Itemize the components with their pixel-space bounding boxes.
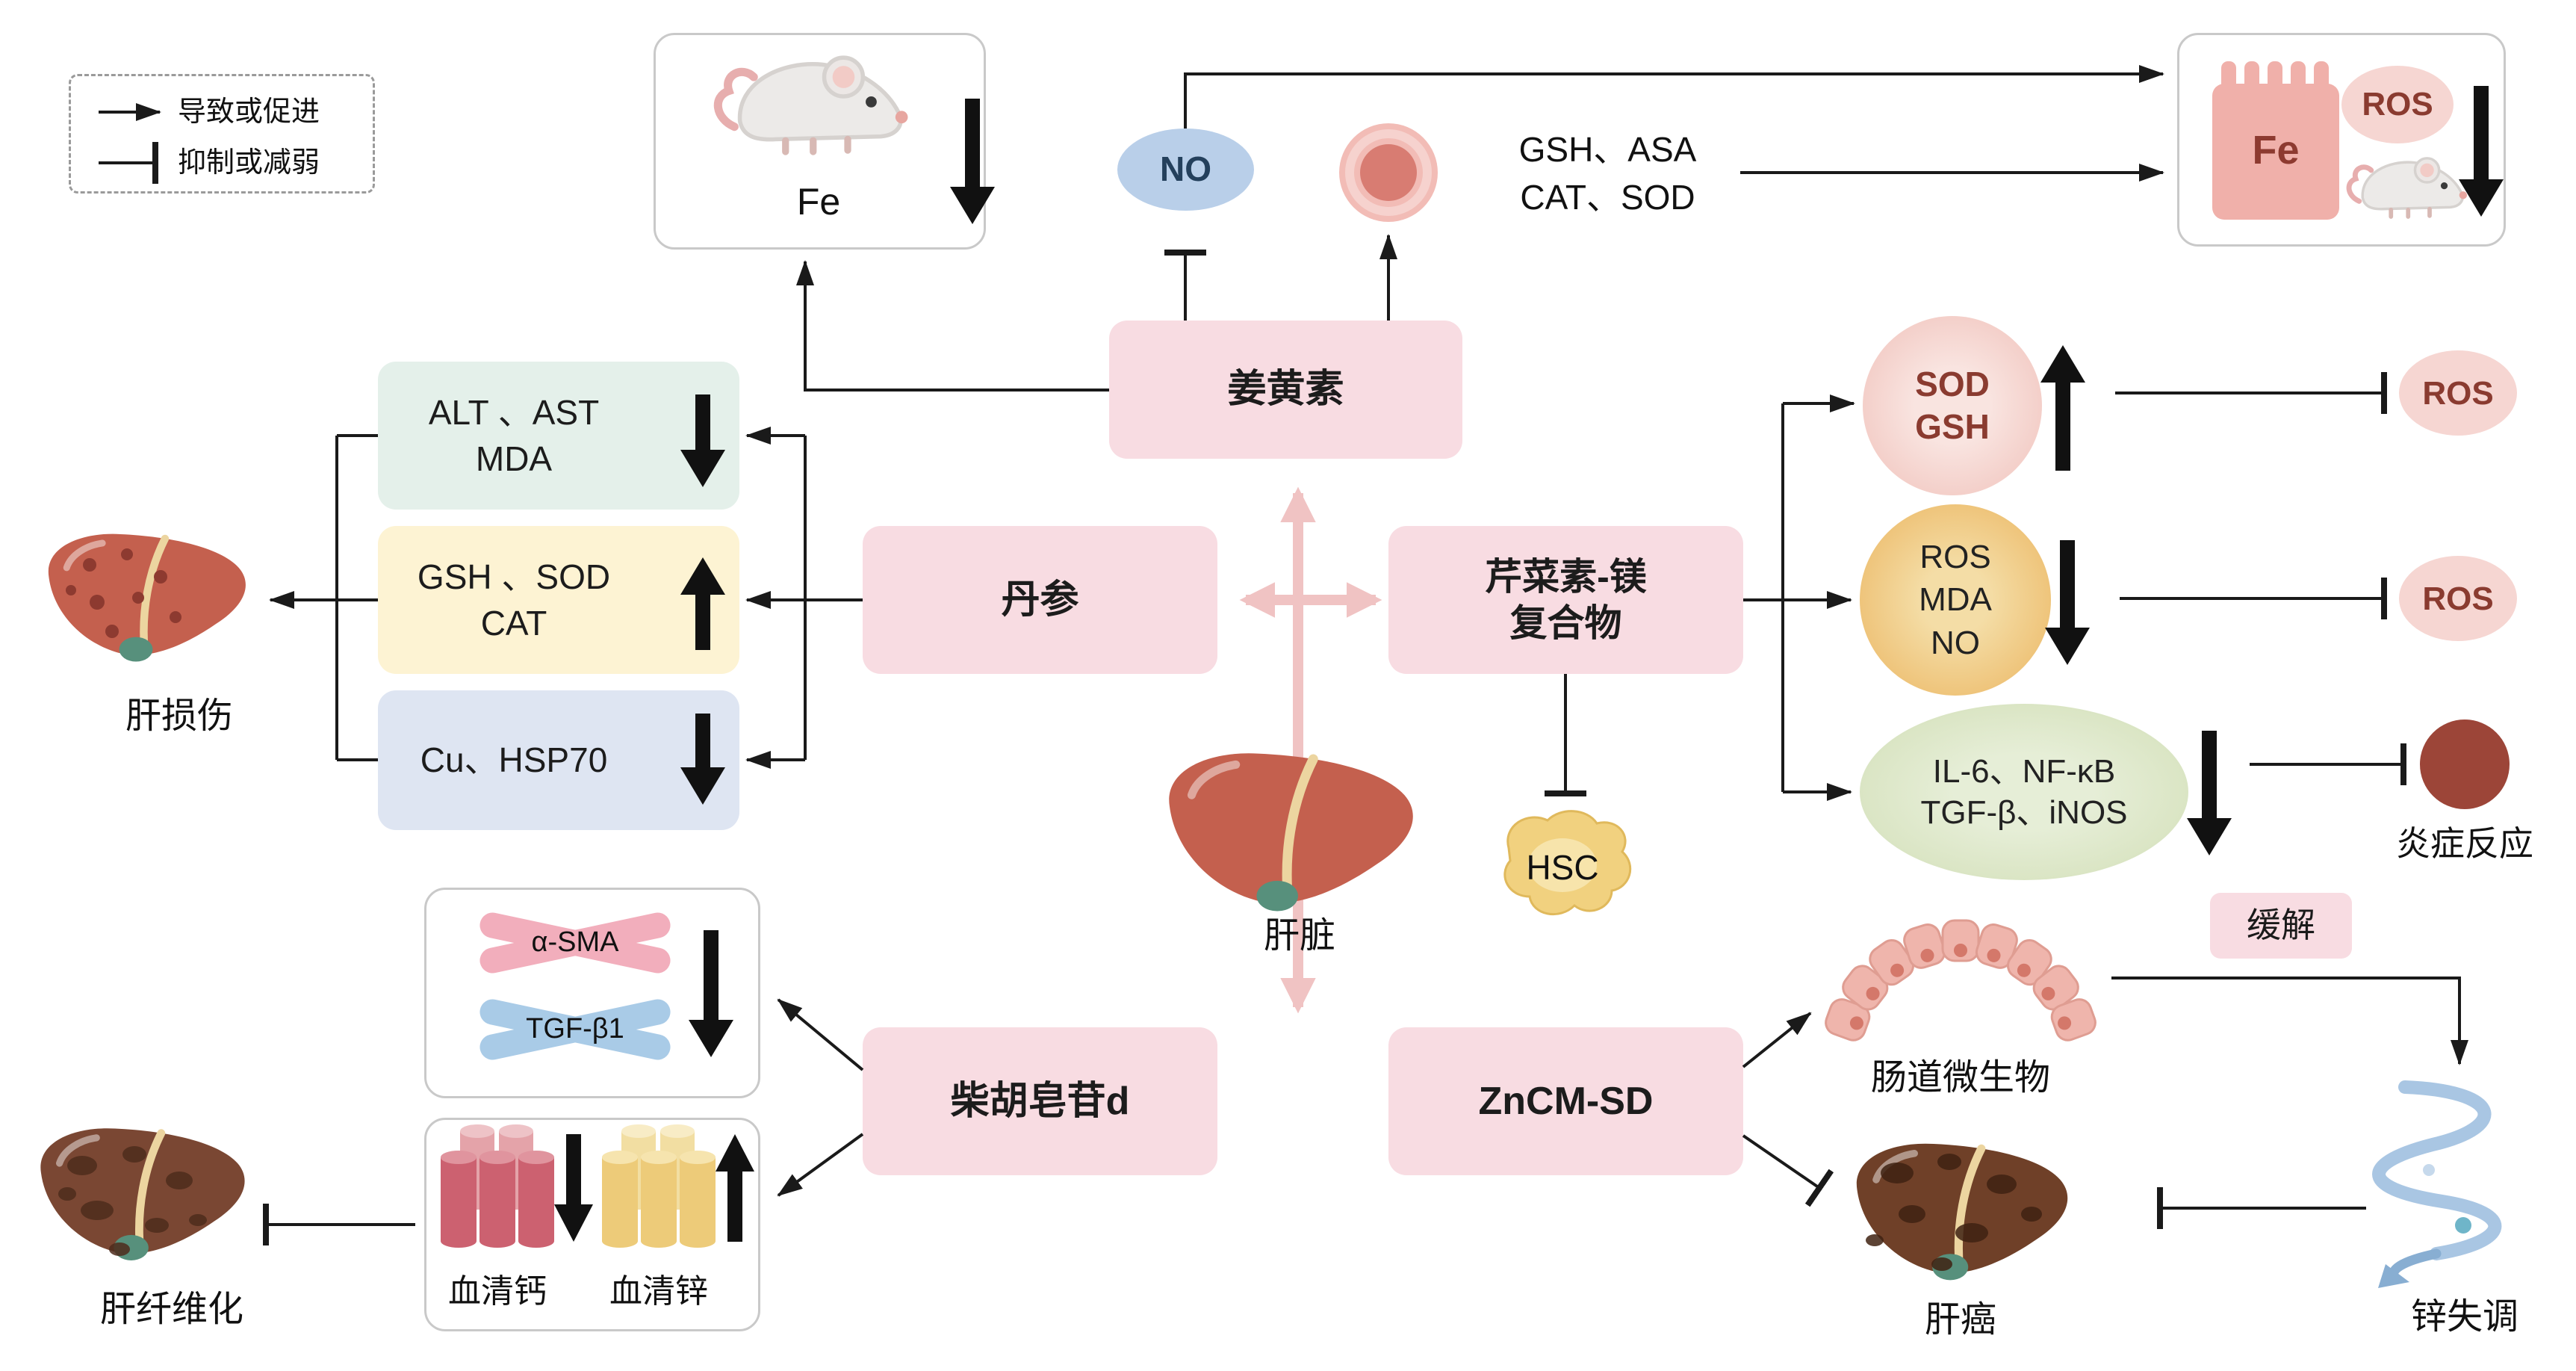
ros-top-node: ROS: [2341, 66, 2454, 143]
serum-zinc-label: 血清锌: [609, 1273, 708, 1310]
alpha-sma-ribbon-icon: α-SMA: [471, 907, 680, 979]
gsh-sod-label: GSH 、SOD: [417, 557, 611, 596]
ferritin-fe-label: Fe: [2252, 128, 2300, 173]
tgf-b1-label: TGF-β1: [526, 1013, 624, 1045]
saikosaponin-label: 柴胡皂苷d: [950, 1079, 1130, 1123]
ros-target-2: ROS: [2399, 556, 2517, 641]
relieve-tag: 缓解: [2210, 893, 2352, 959]
cu-hsp70-label: Cu、HSP70: [420, 740, 608, 780]
curcumin-to-fe-box-arrow: [796, 260, 1109, 392]
red-blood-cell-icon: [1339, 123, 1438, 222]
cancer-label: 肝癌: [1924, 1300, 1996, 1340]
up-arrow-icon: [2040, 345, 2085, 471]
down-arrow-icon: [2187, 731, 2232, 855]
danshen-label: 丹参: [1001, 578, 1079, 622]
cu-hsp70-box: Cu、HSP70: [378, 690, 739, 830]
ros-target-1: ROS: [2399, 350, 2517, 436]
ros-top-label: ROS: [2362, 86, 2433, 123]
microbiota-to-zinc-arrow: [2111, 977, 2468, 1065]
cytokine-line1: IL-6、NF-κB: [1932, 753, 2116, 790]
danshen-bracket: [745, 427, 863, 769]
fibrosis-liver-icon: [40, 1128, 244, 1260]
fe-mouse-label: Fe: [796, 181, 841, 223]
curcumin-label: 姜黄素: [1227, 368, 1344, 411]
cytokine-ellipse: IL-6、NF-κB TGF-β、iNOS: [1860, 704, 2188, 880]
apigenin-label-line2: 复合物: [1509, 602, 1622, 644]
no-node: NO: [1117, 129, 1254, 211]
healthy-liver-icon: [1169, 753, 1413, 911]
cancer-liver-icon: [1857, 1144, 2067, 1281]
danshen-box: 丹参: [863, 526, 1217, 674]
sod-gsh-circle: SOD GSH: [1863, 316, 2042, 495]
zinc-protein-icon: [2372, 1080, 2502, 1288]
zinc-dysregulation-label: 锌失调: [2410, 1297, 2518, 1337]
sod-circle-line1: SOD: [1915, 364, 1990, 403]
inflammation-icon: [2420, 719, 2510, 809]
zncm-sd-box: ZnCM-SD: [1388, 1027, 1743, 1175]
liver-label: 肝脏: [1263, 916, 1335, 956]
mda-label: MDA: [475, 439, 553, 478]
cytokine-line2: TGF-β、iNOS: [1920, 794, 2128, 831]
ros-mda-no-circle: ROS MDA NO: [1860, 504, 2051, 696]
gsh-sod-cat-box: GSH 、SOD CAT: [378, 526, 739, 674]
apigenin-bracket: [1743, 394, 1855, 801]
alpha-sma-label: α-SMA: [531, 926, 619, 958]
antioxidants-line1: GSH、ASA: [1518, 130, 1697, 169]
sod-circle-line2: GSH: [1915, 407, 1990, 446]
zncm-inhibits-cancer: [1742, 1134, 1834, 1207]
apigenin-label-line1: 芹菜素-镁: [1485, 555, 1647, 598]
tgf-b1-ribbon-icon: TGF-β1: [471, 994, 680, 1065]
antioxidants-text: GSH、ASA CAT、SOD: [1479, 126, 1737, 222]
saiko-to-asma-arrow: [777, 998, 864, 1071]
relieve-label: 缓解: [2247, 906, 2315, 945]
hsc-label: HSC: [1526, 848, 1599, 887]
legend-box: [69, 74, 375, 194]
legend-promote-label: 导致或促进: [178, 96, 320, 128]
mda-circle-line2: MDA: [1919, 581, 1992, 619]
zncm-to-microbiota-arrow: [1742, 1012, 1812, 1068]
down-arrow-icon: [2045, 540, 2090, 665]
liver-injury-icon: [49, 534, 246, 662]
mda-circle-line3: NO: [1931, 624, 1980, 661]
no-to-fe-ros-arrow: [1184, 65, 2164, 129]
microbiota-label: 肠道微生物: [1870, 1058, 2050, 1098]
inflammation-label: 炎症反应: [2396, 824, 2533, 863]
ros-target-2-label: ROS: [2422, 580, 2494, 617]
liver-injury-label: 肝损伤: [125, 696, 233, 736]
alt-ast-label: ALT 、AST: [428, 392, 600, 432]
legend-inhibit-label: 抑制或减弱: [178, 147, 320, 179]
no-label: NO: [1160, 149, 1211, 189]
fibrosis-label: 肝纤维化: [99, 1290, 243, 1329]
curcumin-box: 姜黄素: [1109, 321, 1462, 459]
saiko-to-serum-arrow: [777, 1133, 864, 1197]
zncm-sd-label: ZnCM-SD: [1478, 1079, 1654, 1123]
ros-target-1-label: ROS: [2422, 374, 2494, 412]
apigenin-mg-box: 芹菜素-镁 复合物: [1388, 526, 1743, 674]
cat-label: CAT: [480, 604, 547, 643]
mda-circle-line1: ROS: [1919, 539, 1991, 576]
serum-calcium-label: 血清钙: [448, 1273, 547, 1310]
antioxidants-line2: CAT、SOD: [1520, 178, 1695, 217]
saikosaponin-box: 柴胡皂苷d: [863, 1027, 1217, 1175]
alt-ast-mda-box: ALT 、AST MDA: [378, 362, 739, 510]
gut-microbiota-icon: [1825, 919, 2097, 1042]
